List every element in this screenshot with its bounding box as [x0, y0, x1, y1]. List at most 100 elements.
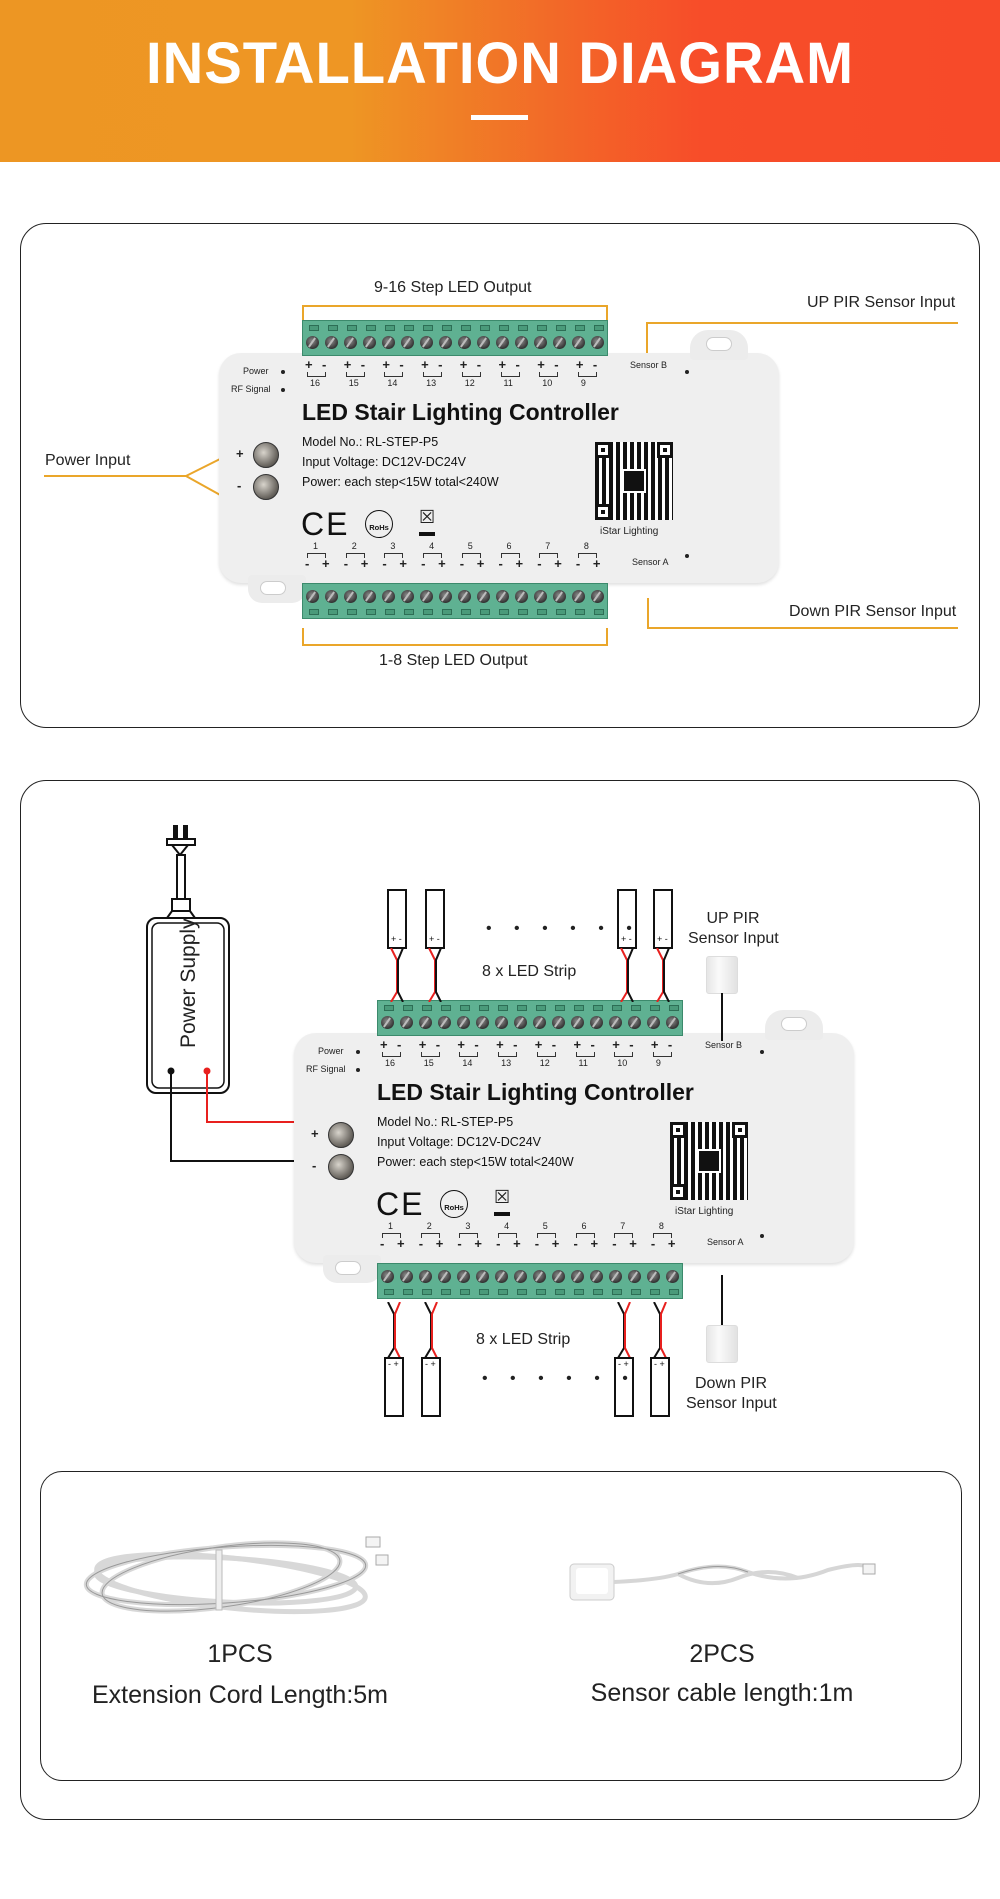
terminal-slot [347, 325, 357, 331]
terminal-slot [423, 325, 433, 331]
power-input-label: Power Input [45, 452, 131, 469]
negative-wire [170, 1071, 172, 1162]
channel-bracket [461, 372, 481, 377]
negative-wire [170, 1160, 298, 1162]
polarity-minus: - [459, 556, 465, 571]
polarity-plus: + [438, 556, 446, 571]
channel-number: 6 [581, 1221, 587, 1231]
terminal-slot [537, 609, 547, 615]
terminal-slot [594, 609, 604, 615]
sensor-cable-icon [569, 1563, 876, 1601]
terminal-screw [534, 336, 547, 349]
polarity-minus: - [515, 357, 520, 372]
channel-number: 14 [387, 378, 398, 388]
terminal-screw [420, 336, 433, 349]
strip-wire [653, 1302, 667, 1358]
polarity-minus: - [534, 1236, 540, 1251]
channel-number: 3 [465, 1221, 471, 1231]
terminal-slot [499, 609, 509, 615]
down-sensor-callout-line [647, 627, 958, 629]
terminal-screw [344, 336, 357, 349]
polarity-plus: + [360, 556, 369, 571]
terminal-slot [574, 1005, 584, 1011]
channel-number: 10 [617, 1058, 628, 1068]
terminal-screw [495, 1270, 508, 1283]
polarity-plus: + [650, 1037, 659, 1052]
sensor-b-label: Sensor B [630, 360, 668, 370]
channel-bracket [498, 1052, 518, 1057]
up-sensor-callout-drop [646, 322, 648, 358]
terminal-screw [401, 336, 414, 349]
terminal-screw [534, 590, 547, 603]
channel-number: 16 [310, 378, 321, 388]
polarity-minus: - [667, 1037, 673, 1052]
weee-bar [494, 1212, 510, 1216]
polarity-plus: + [537, 357, 545, 372]
strip-wire [424, 1302, 438, 1358]
polarity-minus: - [421, 556, 426, 571]
up-sensor-wire [721, 993, 723, 1041]
power-plus-label: + [311, 1126, 319, 1141]
terminal-slot [650, 1005, 660, 1011]
led-strip-icon [421, 1357, 441, 1417]
terminal-screw [553, 590, 566, 603]
terminal-screw [458, 336, 471, 349]
strip-polarity: + - [429, 934, 440, 944]
power-rating: Power: each step<15W total<240W [377, 1155, 574, 1169]
channel-bracket [652, 1052, 672, 1057]
channel-number: 1 [313, 541, 319, 551]
polarity-minus: - [650, 1236, 656, 1251]
channel-number: 12 [464, 378, 475, 388]
polarity-minus: - [496, 1236, 501, 1251]
rohs-icon: RoHs [365, 510, 393, 538]
channel-bracket [459, 1233, 479, 1238]
terminal-slot [385, 609, 395, 615]
controller-title: LED Stair Lighting Controller [377, 1079, 694, 1105]
qr-finder [670, 1122, 686, 1138]
channel-bracket [307, 372, 326, 377]
channel-number: 8 [583, 541, 589, 551]
terminal-screw [571, 1270, 584, 1283]
terminal-slot [404, 609, 414, 615]
terminal-slot [612, 1005, 622, 1011]
terminal-slot [536, 1289, 546, 1295]
terminal-slot [385, 325, 395, 331]
channel-number: 11 [503, 378, 513, 388]
channel-bracket [459, 1052, 479, 1057]
polarity-plus: + [573, 1037, 582, 1052]
terminal-slot [518, 609, 528, 615]
sensor-b-led [760, 1050, 764, 1054]
terminal-screw [382, 336, 395, 349]
qr-finder [657, 442, 673, 458]
bottom-output-bracket [302, 644, 608, 646]
down-sensor-subtitle: Sensor Input [686, 1395, 777, 1412]
controller-body [294, 1033, 854, 1263]
terminal-screw [515, 590, 528, 603]
terminal-slot [517, 1289, 527, 1295]
polarity-plus: + [305, 357, 313, 372]
terminal-slot [593, 1289, 603, 1295]
terminal-screw [477, 590, 490, 603]
header-banner [0, 0, 1000, 162]
page-title: INSTALLATION DIAGRAM [145, 31, 854, 96]
channel-number: 12 [539, 1058, 550, 1068]
terminal-screw [571, 1016, 584, 1029]
terminal-block-bottom [377, 1263, 683, 1299]
terminal-slot [537, 325, 547, 331]
top-output-label: 9-16 Step LED Output [374, 279, 532, 296]
down-pir-sensor-icon [706, 1325, 738, 1363]
polarity-plus: + [399, 556, 407, 571]
positive-wire [206, 1121, 298, 1123]
polarity-plus: + [575, 357, 584, 372]
terminal-slot [612, 1289, 622, 1295]
up-sensor-title: UP PIR [706, 910, 760, 927]
strip-wire [428, 948, 442, 1002]
power-terminal-plus [253, 442, 279, 468]
terminal-slot [422, 1005, 432, 1011]
power-led [281, 370, 285, 374]
top-output-bracket [302, 305, 608, 307]
terminal-screw [533, 1016, 546, 1029]
mounting-hole [260, 581, 286, 595]
channel-number: 3 [390, 541, 396, 551]
terminal-screw [325, 590, 338, 603]
